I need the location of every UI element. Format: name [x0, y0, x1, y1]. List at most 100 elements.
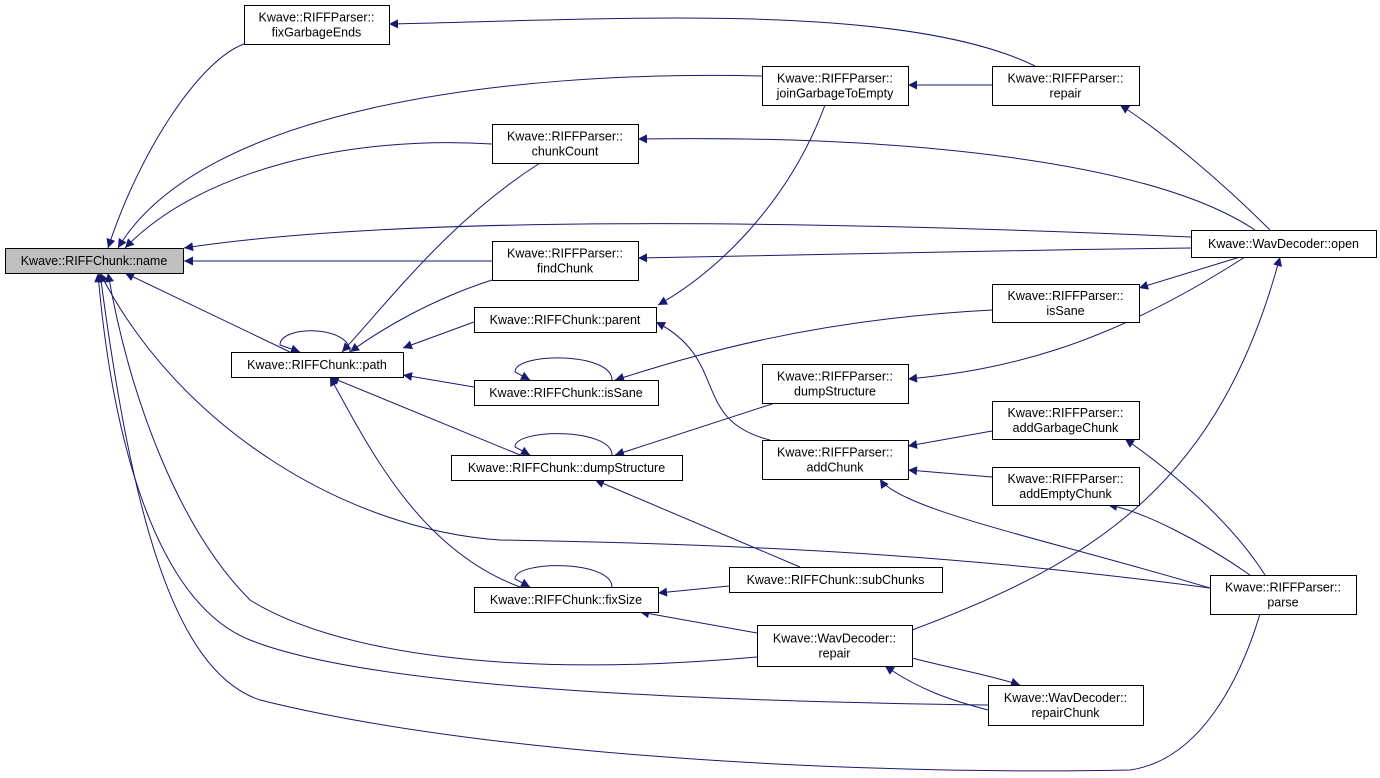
edge-chunkCount-to-path: [341, 162, 541, 353]
node-label: chunkCount: [532, 145, 599, 159]
node-label: Kwave::WavDecoder::: [1004, 691, 1127, 705]
edge-chunkIsSane-to-path: [402, 372, 475, 388]
node-box[interactable]: [757, 625, 913, 667]
node-name[interactable]: Kwave::RIFFChunk::name: [5, 248, 184, 274]
nodes-layer: Kwave::RIFFChunk::nameKwave::RIFFParser:…: [5, 5, 1377, 726]
edge-parse-to-addGarbageChunk: [1124, 438, 1266, 576]
node-label: Kwave::RIFFChunk::dumpStructure: [468, 461, 665, 475]
node-label: Kwave::RIFFChunk::path: [247, 358, 387, 372]
node-label: Kwave::RIFFChunk::isSane: [489, 386, 643, 400]
node-box[interactable]: [244, 5, 390, 45]
node-box[interactable]: [492, 241, 639, 281]
node-label: addEmptyChunk: [1019, 487, 1112, 501]
node-label: dumpStructure: [794, 385, 876, 399]
node-label: Kwave::RIFFParser::: [507, 247, 623, 261]
edge-addChunk-to-parent: [655, 321, 771, 441]
node-label: Kwave::RIFFParser::: [777, 370, 893, 384]
node-box[interactable]: [474, 380, 659, 406]
node-label: Kwave::RIFFParser::: [1008, 72, 1124, 86]
edge-parserRepair-to-fixGarbageEnds: [388, 17, 1036, 67]
node-box[interactable]: [1191, 230, 1377, 258]
node-label: findChunk: [537, 262, 594, 276]
node-chunkIsSane[interactable]: Kwave::RIFFChunk::isSane: [474, 380, 659, 406]
node-label: addGarbageChunk: [1013, 421, 1119, 435]
node-label: Kwave::RIFFParser::: [1008, 472, 1124, 486]
node-box[interactable]: [988, 685, 1144, 726]
node-label: Kwave::RIFFChunk::parent: [490, 313, 641, 327]
node-label: isSane: [1046, 304, 1084, 318]
edge-addEmptyChunk-to-addChunk: [907, 466, 993, 478]
edge-parse-to-addChunk: [879, 478, 1211, 589]
node-box[interactable]: [451, 455, 683, 481]
node-subChunks[interactable]: Kwave::RIFFChunk::subChunks: [729, 567, 943, 593]
edge-wavOpen-to-findChunk: [637, 247, 1192, 263]
edge-chunkDump-to-path: [329, 376, 521, 456]
edge-addGarbageChunk-to-addChunk: [907, 430, 993, 449]
node-wavOpen[interactable]: Kwave::WavDecoder::open: [1191, 230, 1377, 258]
edge-parse-to-name: [99, 272, 1211, 589]
node-addGarbageChunk[interactable]: Kwave::RIFFParser::addGarbageChunk: [992, 401, 1140, 440]
node-label: joinGarbageToEmpty: [776, 87, 894, 101]
node-box[interactable]: [762, 440, 909, 480]
node-path[interactable]: Kwave::RIFFChunk::path: [231, 352, 404, 378]
node-box[interactable]: [492, 124, 639, 164]
node-findChunk[interactable]: Kwave::RIFFParser::findChunk: [492, 241, 639, 281]
edge-parserDump-to-chunkDump: [614, 402, 776, 457]
edge-parse-to-addEmptyChunk: [1107, 501, 1251, 576]
edge-fixSize-to-path: [329, 376, 521, 588]
node-joinGarbage[interactable]: Kwave::RIFFParser::joinGarbageToEmpty: [762, 66, 909, 106]
node-label: Kwave::RIFFParser::: [259, 11, 375, 25]
node-box[interactable]: [992, 66, 1140, 106]
edges-layer: [94, 17, 1283, 772]
edge-wavOpen-to-chunkCount: [637, 134, 1256, 231]
node-label: repairChunk: [1031, 706, 1100, 720]
node-box[interactable]: [474, 587, 659, 613]
edge-wavRepair-to-repairChunk: [911, 657, 1021, 687]
edge-wavRepair-to-fixSize: [639, 609, 758, 634]
edge-wavOpen-to-name: [183, 223, 1192, 252]
node-parse[interactable]: Kwave::RIFFParser::parse: [1210, 575, 1357, 615]
node-label: Kwave::RIFFParser::: [777, 446, 893, 460]
node-parserDump[interactable]: Kwave::RIFFParser::dumpStructure: [762, 364, 909, 404]
node-parent[interactable]: Kwave::RIFFChunk::parent: [474, 307, 657, 333]
node-box[interactable]: [992, 284, 1140, 323]
edge-path-to-path: [279, 330, 351, 354]
node-box[interactable]: [5, 248, 184, 274]
edge-repairChunk-to-wavRepair: [884, 665, 989, 711]
edge-repairChunk-to-name: [94, 272, 989, 706]
node-label: repair: [1050, 87, 1082, 101]
node-label: Kwave::RIFFChunk::name: [21, 254, 168, 268]
node-addChunk[interactable]: Kwave::RIFFParser::addChunk: [762, 440, 909, 480]
node-box[interactable]: [231, 352, 404, 378]
node-label: Kwave::RIFFParser::: [777, 72, 893, 86]
node-fixGarbageEnds[interactable]: Kwave::RIFFParser::fixGarbageEnds: [244, 5, 390, 45]
node-parserIsSane[interactable]: Kwave::RIFFParser::isSane: [992, 284, 1140, 323]
node-label: Kwave::RIFFParser::: [1225, 581, 1341, 595]
node-repairChunk[interactable]: Kwave::WavDecoder::repairChunk: [988, 685, 1144, 726]
edge-subChunks-to-fixSize: [657, 585, 730, 597]
edge-parent-to-path: [402, 321, 475, 350]
edge-fixSize-to-fixSize: [514, 565, 613, 588]
node-box[interactable]: [762, 364, 909, 404]
edge-wavOpen-to-parserRepair: [1119, 104, 1271, 231]
node-wavRepair[interactable]: Kwave::WavDecoder::repair: [757, 625, 913, 667]
node-box[interactable]: [1210, 575, 1357, 615]
node-label: Kwave::WavDecoder::: [773, 632, 896, 646]
edge-chunkCount-to-name: [124, 142, 493, 249]
node-parserRepair[interactable]: Kwave::RIFFParser::repair: [992, 66, 1140, 106]
node-box[interactable]: [992, 467, 1140, 506]
node-addEmptyChunk[interactable]: Kwave::RIFFParser::addEmptyChunk: [992, 467, 1140, 506]
node-box[interactable]: [729, 567, 943, 593]
node-box[interactable]: [992, 401, 1140, 440]
edge-joinGarbage-to-name: [117, 74, 763, 249]
edge-findChunk-to-path: [349, 279, 493, 353]
node-box[interactable]: [762, 66, 909, 106]
node-chunkDump[interactable]: Kwave::RIFFChunk::dumpStructure: [451, 455, 683, 481]
edge-subChunks-to-chunkDump: [594, 479, 801, 568]
node-chunkCount[interactable]: Kwave::RIFFParser::chunkCount: [492, 124, 639, 164]
node-fixSize[interactable]: Kwave::RIFFChunk::fixSize: [474, 587, 659, 613]
edge-chunkIsSane-to-chunkIsSane: [514, 357, 613, 381]
node-box[interactable]: [474, 307, 657, 333]
edge-parse-to-wavOpen: [96, 272, 1261, 772]
node-label: Kwave::RIFFParser::: [507, 130, 623, 144]
